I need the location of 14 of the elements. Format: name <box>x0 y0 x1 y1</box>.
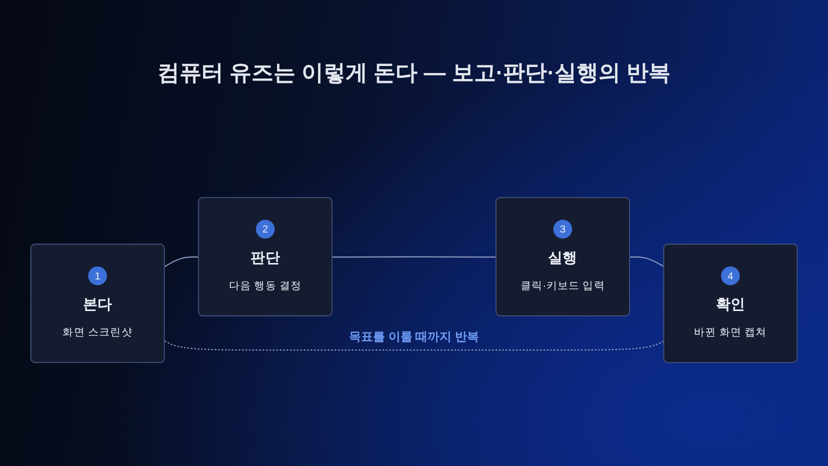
step-description: 클릭·키보드 입력 <box>520 278 606 294</box>
step-title: 실행 <box>548 248 578 268</box>
connector-line <box>630 256 664 268</box>
step-description: 다음 행동 결정 <box>228 278 303 294</box>
connector-line <box>164 256 199 268</box>
edge-label: 목표를 이룰 때까지 반복 <box>349 328 479 346</box>
step-title: 판단 <box>250 248 280 268</box>
step-title: 본다 <box>83 295 112 315</box>
diagram-title: 컴퓨터 유즈는 이렇게 돈다 — 보고·판단·실행의 반복 <box>156 59 672 87</box>
step-title: 확인 <box>716 295 745 315</box>
step-description: 바뀐 화면 캡쳐 <box>693 324 768 340</box>
step-description: 화면 스크린샷 <box>62 324 134 340</box>
connector-line <box>332 256 496 258</box>
dashed-connector <box>164 340 664 351</box>
